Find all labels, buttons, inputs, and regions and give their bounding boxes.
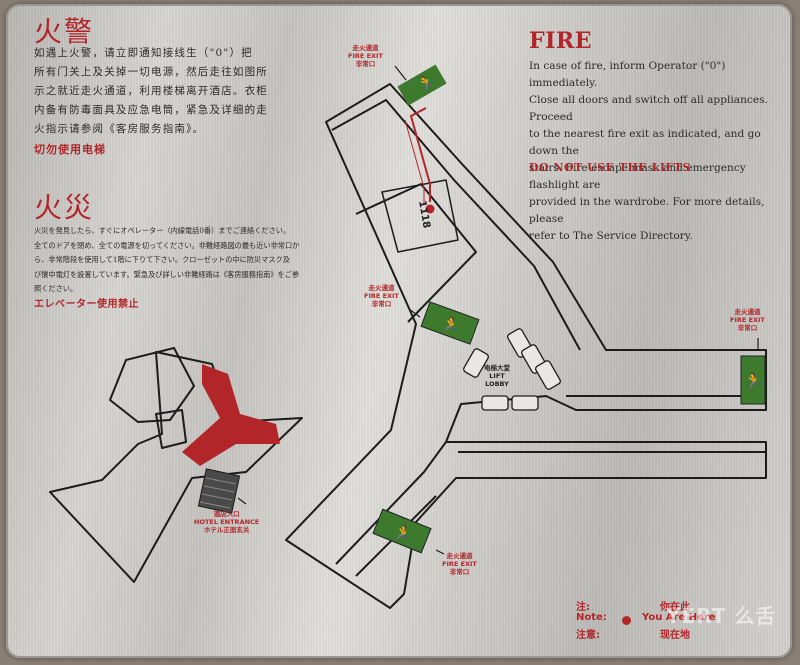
- para-line: 所有门关上及关掉一切电源，然后走往如图所: [34, 66, 268, 78]
- label-zh: 走火通道: [368, 284, 395, 292]
- evacuation-plate: 火警 如遇上火警，请立即通知接线生（"0"）把 所有门关上及关掉一切电源，然后走…: [6, 4, 792, 658]
- svg-text:🏃: 🏃: [439, 314, 463, 337]
- label-zh: 走火通道: [734, 308, 761, 316]
- para-line: to the nearest fire exit as indicated, a…: [529, 128, 761, 157]
- label-zh: 走火通道: [352, 44, 379, 52]
- para-line: ら、非常階段を使用して1階に下りて下さい。クローゼットの中に防災マスク及: [34, 255, 290, 264]
- label-zh: 电梯大堂: [484, 364, 510, 372]
- room-1118-outline: [381, 179, 459, 253]
- lift-cars: [463, 328, 561, 411]
- paragraph-chinese: 如遇上火警，请立即通知接线生（"0"）把 所有门关上及关掉一切电源，然后走往如图…: [34, 44, 324, 139]
- exit-label-right: 走火通道 FIRE EXIT 非常口: [730, 308, 765, 332]
- para-line: 火災を発見したら、すぐにオペレーター（内線電話0番）までご連絡ください。: [34, 226, 291, 235]
- para-line: 如遇上火警，请立即通知接线生（"0"）把: [34, 47, 253, 59]
- you-are-here-zh: 你在此: [660, 602, 690, 613]
- fire-exit-sign-left: 🏃: [420, 301, 480, 345]
- watermark: YERT 么舌: [666, 604, 777, 628]
- title-japanese: 火災: [34, 191, 95, 224]
- para-line: 照ください。: [34, 284, 78, 293]
- exit-label-left: 走火通道 FIRE EXIT 非常口: [364, 284, 399, 308]
- warning-japanese: エレベーター使用禁止: [34, 299, 139, 310]
- label-ja: ホテル正面玄关: [203, 526, 250, 534]
- fire-exit-sign-top: 🏃: [397, 64, 447, 106]
- fire-exit-sign-right: 🏃: [740, 355, 766, 405]
- inner-wall-west: [355, 183, 477, 323]
- hotel-entrance-label: 酒店入口 HOTEL ENTRANCE ホテル正面玄关: [194, 510, 259, 534]
- floor-plan: 🏃 🏃 🏃 🏃: [49, 64, 767, 609]
- note-label-en: Note:: [576, 612, 607, 623]
- site-plan: [49, 347, 303, 583]
- svg-text:🏃: 🏃: [415, 71, 439, 94]
- label-ja: 非常口: [355, 60, 376, 68]
- para-line: 全てのドアを閉め、全ての電源を切ってください。非難経路図の最も近い非常口か: [34, 240, 300, 250]
- label-ja: 非常口: [371, 300, 392, 308]
- fire-exit-sign-bottom: 🏃: [372, 508, 432, 554]
- label-ja: 非常口: [737, 324, 758, 332]
- label-ja: 非常口: [449, 568, 470, 576]
- para-line: 示之就近走火通道，利用楼梯离开酒店。衣柜: [34, 85, 268, 97]
- label-zh: 酒店入口: [213, 510, 240, 518]
- label-en: LIFT: [489, 372, 505, 380]
- note-label-zh: 注:: [576, 602, 590, 613]
- label-ja: LOBBY: [485, 380, 509, 388]
- paragraph-japanese: 火災を発見したら、すぐにオペレーター（内線電話0番）までご連絡ください。 全ての…: [34, 224, 364, 297]
- para-line: 火指示请参阅《客房服务指南》。: [34, 123, 205, 135]
- label-en: HOTEL ENTRANCE: [194, 518, 260, 526]
- building-footprint-red: [182, 364, 280, 466]
- para-line: Close all doors and switch off all appli…: [529, 94, 768, 123]
- para-line: refer to The Service Directory.: [529, 230, 693, 242]
- inner-wall-north: [331, 99, 581, 351]
- note-label-ja: 注意:: [576, 630, 600, 641]
- title-english: FIRE: [529, 28, 592, 54]
- you-are-here-ja: 现在地: [660, 630, 690, 641]
- escape-route: [409, 107, 431, 202]
- label-zh: 走火通道: [446, 552, 473, 560]
- you-are-here-marker: [622, 616, 631, 625]
- warning-chinese: 切勿使用电梯: [34, 143, 106, 156]
- para-line: 内备有防毒面具及应急电筒，紧急及详细的走: [34, 104, 268, 116]
- exit-label-bottom: 走火通道 FIRE EXIT 非常口: [442, 552, 477, 576]
- label-en: FIRE EXIT: [730, 316, 765, 324]
- para-line: In case of fire, inform Operator ("0") i…: [529, 60, 726, 89]
- warning-english: DO NOT USE THE LIFTS: [529, 161, 691, 174]
- para-line: び懐中電灯を設置しています。緊急及び詳しい非難経路は《客房服務指南》をご参: [34, 269, 300, 279]
- exit-label-top: 走火通道 FIRE EXIT 非常口: [348, 44, 383, 68]
- para-line: stairs. Fire escape mask and emergency f…: [529, 162, 746, 191]
- hotel-entrance-grate: [197, 468, 241, 514]
- svg-text:🏃: 🏃: [744, 372, 763, 390]
- escape-route-inner: [404, 119, 425, 204]
- you-are-here-en: You Are Here: [642, 612, 716, 623]
- para-line: provided in the wardrobe. For more detai…: [529, 196, 765, 225]
- label-en: FIRE EXIT: [348, 52, 383, 60]
- label-en: FIRE EXIT: [364, 292, 399, 300]
- label-en: FIRE EXIT: [442, 560, 477, 568]
- paragraph-english: In case of fire, inform Operator ("0") i…: [529, 58, 789, 245]
- label-arrows: [237, 65, 759, 555]
- svg-text:🏃: 🏃: [390, 522, 414, 546]
- title-chinese: 火警: [34, 15, 95, 48]
- lift-lobby-label: 电梯大堂 LIFT LOBBY: [484, 364, 510, 388]
- you-are-here-dot: [425, 204, 435, 214]
- inner-wall-south: [335, 441, 447, 565]
